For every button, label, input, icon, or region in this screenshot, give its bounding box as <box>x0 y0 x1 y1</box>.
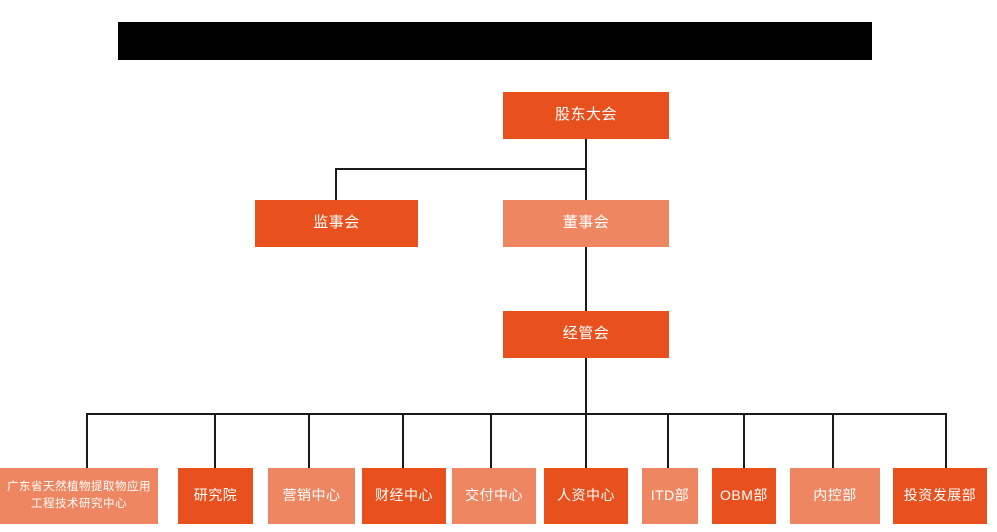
node-research-center[interactable]: 广东省天然植物提取物应用工程技术研究中心 <box>0 468 158 524</box>
connector-management-down <box>585 358 587 414</box>
connector-to-supervisory <box>335 168 337 200</box>
connector-stub-internal-control-dept <box>832 413 834 468</box>
node-investment-development-dept[interactable]: 投资发展部 <box>893 468 987 524</box>
connector-level4-horizontal <box>86 413 946 415</box>
connector-stub-marketing-center <box>308 413 310 468</box>
node-board[interactable]: 董事会 <box>503 200 669 247</box>
node-finance-center[interactable]: 财经中心 <box>362 468 446 524</box>
node-hr-center[interactable]: 人资中心 <box>544 468 628 524</box>
connector-shareholders-down <box>585 139 587 169</box>
node-internal-control-dept[interactable]: 内控部 <box>790 468 880 524</box>
node-delivery-center[interactable]: 交付中心 <box>452 468 536 524</box>
connector-stub-research-center <box>86 413 88 468</box>
connector-stub-hr-center <box>585 413 587 468</box>
node-management[interactable]: 经管会 <box>503 311 669 358</box>
connector-stub-finance-center <box>402 413 404 468</box>
connector-stub-delivery-center <box>490 413 492 468</box>
node-institute[interactable]: 研究院 <box>178 468 253 524</box>
node-shareholders[interactable]: 股东大会 <box>503 92 669 139</box>
node-supervisory[interactable]: 监事会 <box>255 200 418 247</box>
connector-stub-itd-dept <box>667 413 669 468</box>
connector-stub-investment-development-dept <box>945 413 947 468</box>
node-marketing-center[interactable]: 营销中心 <box>268 468 355 524</box>
connector-stub-institute <box>214 413 216 468</box>
connector-stub-obm-dept <box>743 413 745 468</box>
connector-to-board <box>585 168 587 200</box>
connector-level2-horizontal <box>335 168 587 170</box>
node-itd-dept[interactable]: ITD部 <box>642 468 698 524</box>
connector-board-to-management <box>585 247 587 311</box>
node-obm-dept[interactable]: OBM部 <box>712 468 776 524</box>
redacted-title-bar <box>118 22 872 60</box>
